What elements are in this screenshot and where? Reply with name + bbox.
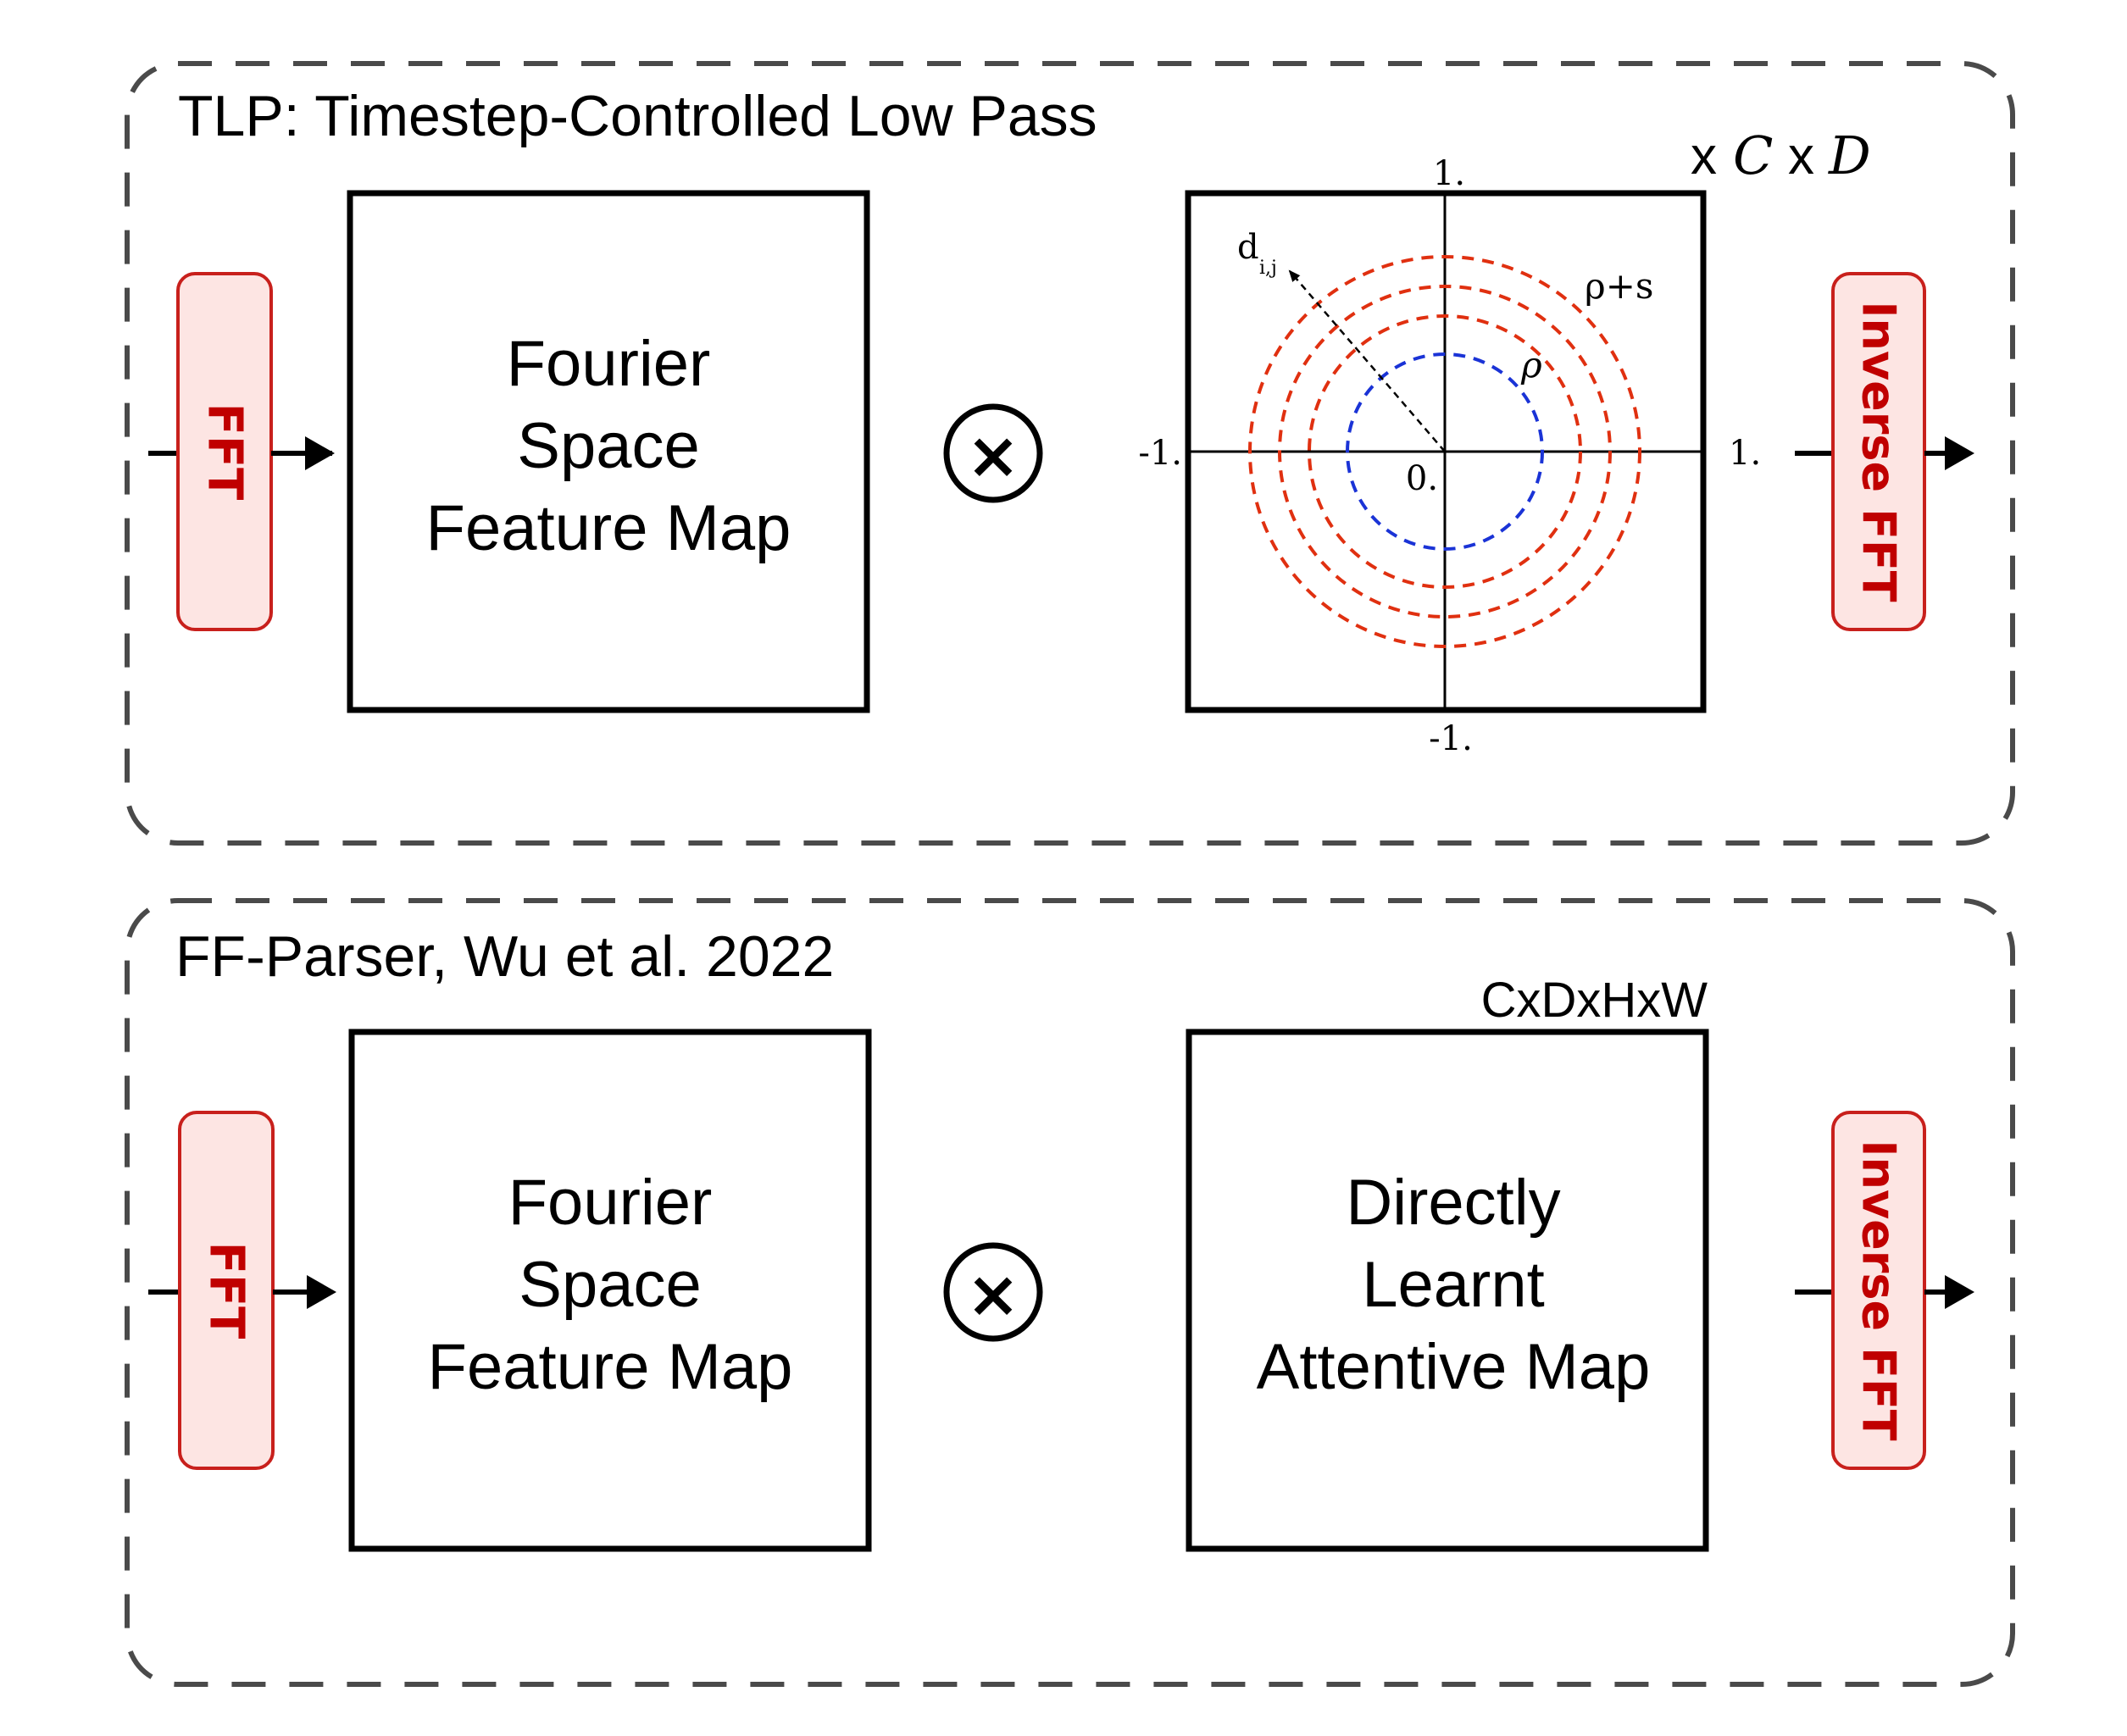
d-subscript: i,j <box>1259 258 1277 279</box>
ffparser-panel-title: FF-Parser, Wu et al. 2022 <box>175 924 834 989</box>
tlp-feature-map-line3: Feature Map <box>426 492 791 564</box>
ffparser-feature-map-line1: Fourier <box>508 1167 713 1239</box>
svg-text:D: D <box>1828 125 1871 186</box>
svg-text:×: × <box>966 1256 1020 1332</box>
tlp-multiply-icon: × <box>943 403 1043 503</box>
ffparser-attentive-map: Directly Learnt Attentive Map <box>1186 1029 1709 1552</box>
ring-circle <box>1278 285 1612 618</box>
tlp-inverse-fft-block: Inverse FFT <box>1795 272 1974 631</box>
ffparser-output-arrow <box>1945 1275 1974 1309</box>
tlp-inverse-fft-label: Inverse FFT <box>1852 301 1906 602</box>
ffparser-fft-label: FFT <box>199 1242 254 1339</box>
plot-top-tick: 1. <box>1433 154 1465 193</box>
ffparser-panel: FF-Parser, Wu et al. 2022 FFT Fourier Sp… <box>125 898 2015 1687</box>
ffparser-inverse-fft-label: Inverse FFT <box>1852 1140 1906 1440</box>
tlp-feature-map-box <box>347 190 870 713</box>
tlp-low-pass-plot: 1. 1. -1. -1. 0. d i,j ρ ρ+s <box>1138 154 1761 758</box>
svg-text:×: × <box>966 418 1020 493</box>
ffparser-fft-arrow <box>307 1275 336 1309</box>
ffparser-feature-map-box <box>348 1029 872 1552</box>
ffparser-dims-label: CxDxHxW <box>1481 973 1708 1028</box>
ring-circle <box>1248 255 1641 648</box>
tlp-feature-map-line1: Fourier <box>507 328 711 400</box>
ffparser-inverse-fft-block: Inverse FFT <box>1795 1111 1974 1470</box>
ffparser-feature-map: Fourier Space Feature Map <box>348 1029 872 1552</box>
ffparser-panel-border <box>125 898 2015 1687</box>
svg-text:C: C <box>1733 125 1773 186</box>
tlp-feature-map-line2: Space <box>517 410 700 482</box>
low-pass-circle <box>1346 352 1544 551</box>
ffparser-attentive-map-line3: Attentive Map <box>1257 1331 1651 1403</box>
tlp-output-arrow <box>1945 436 1974 470</box>
ffparser-feature-map-line2: Space <box>519 1249 702 1321</box>
rho-label: ρ <box>1520 344 1542 385</box>
svg-text:x: x <box>1788 127 1814 186</box>
plot-origin-label: 0. <box>1406 459 1438 498</box>
svg-text:x: x <box>1691 127 1717 186</box>
ffparser-attentive-map-box <box>1186 1029 1709 1552</box>
rho-s-label: ρ+s <box>1585 265 1653 307</box>
plot-left-tick: -1. <box>1138 434 1182 473</box>
ffparser-multiply-icon: × <box>943 1242 1043 1342</box>
ring-circle <box>1308 314 1582 589</box>
ffparser-feature-map-line3: Feature Map <box>428 1331 793 1403</box>
plot-bottom-tick: -1. <box>1429 719 1473 758</box>
tlp-panel-border <box>125 61 2015 846</box>
tlp-dims-label: x C x D <box>1691 125 1871 186</box>
d-arrow <box>1288 269 1446 452</box>
plot-right-tick: 1. <box>1729 434 1761 473</box>
tlp-feature-map: Fourier Space Feature Map <box>347 190 870 713</box>
tlp-panel: TLP: Timestep-Controlled Low Pass FFT Fo… <box>125 61 2015 846</box>
d-label: d <box>1237 228 1259 267</box>
ffparser-attentive-map-line2: Learnt <box>1362 1249 1545 1321</box>
ffparser-attentive-map-line1: Directly <box>1346 1167 1560 1239</box>
tlp-panel-title: TLP: Timestep-Controlled Low Pass <box>178 84 1097 148</box>
tlp-fft-block: FFT <box>148 272 335 631</box>
tlp-fft-label: FFT <box>197 403 253 501</box>
ffparser-fft-block: FFT <box>148 1111 336 1470</box>
